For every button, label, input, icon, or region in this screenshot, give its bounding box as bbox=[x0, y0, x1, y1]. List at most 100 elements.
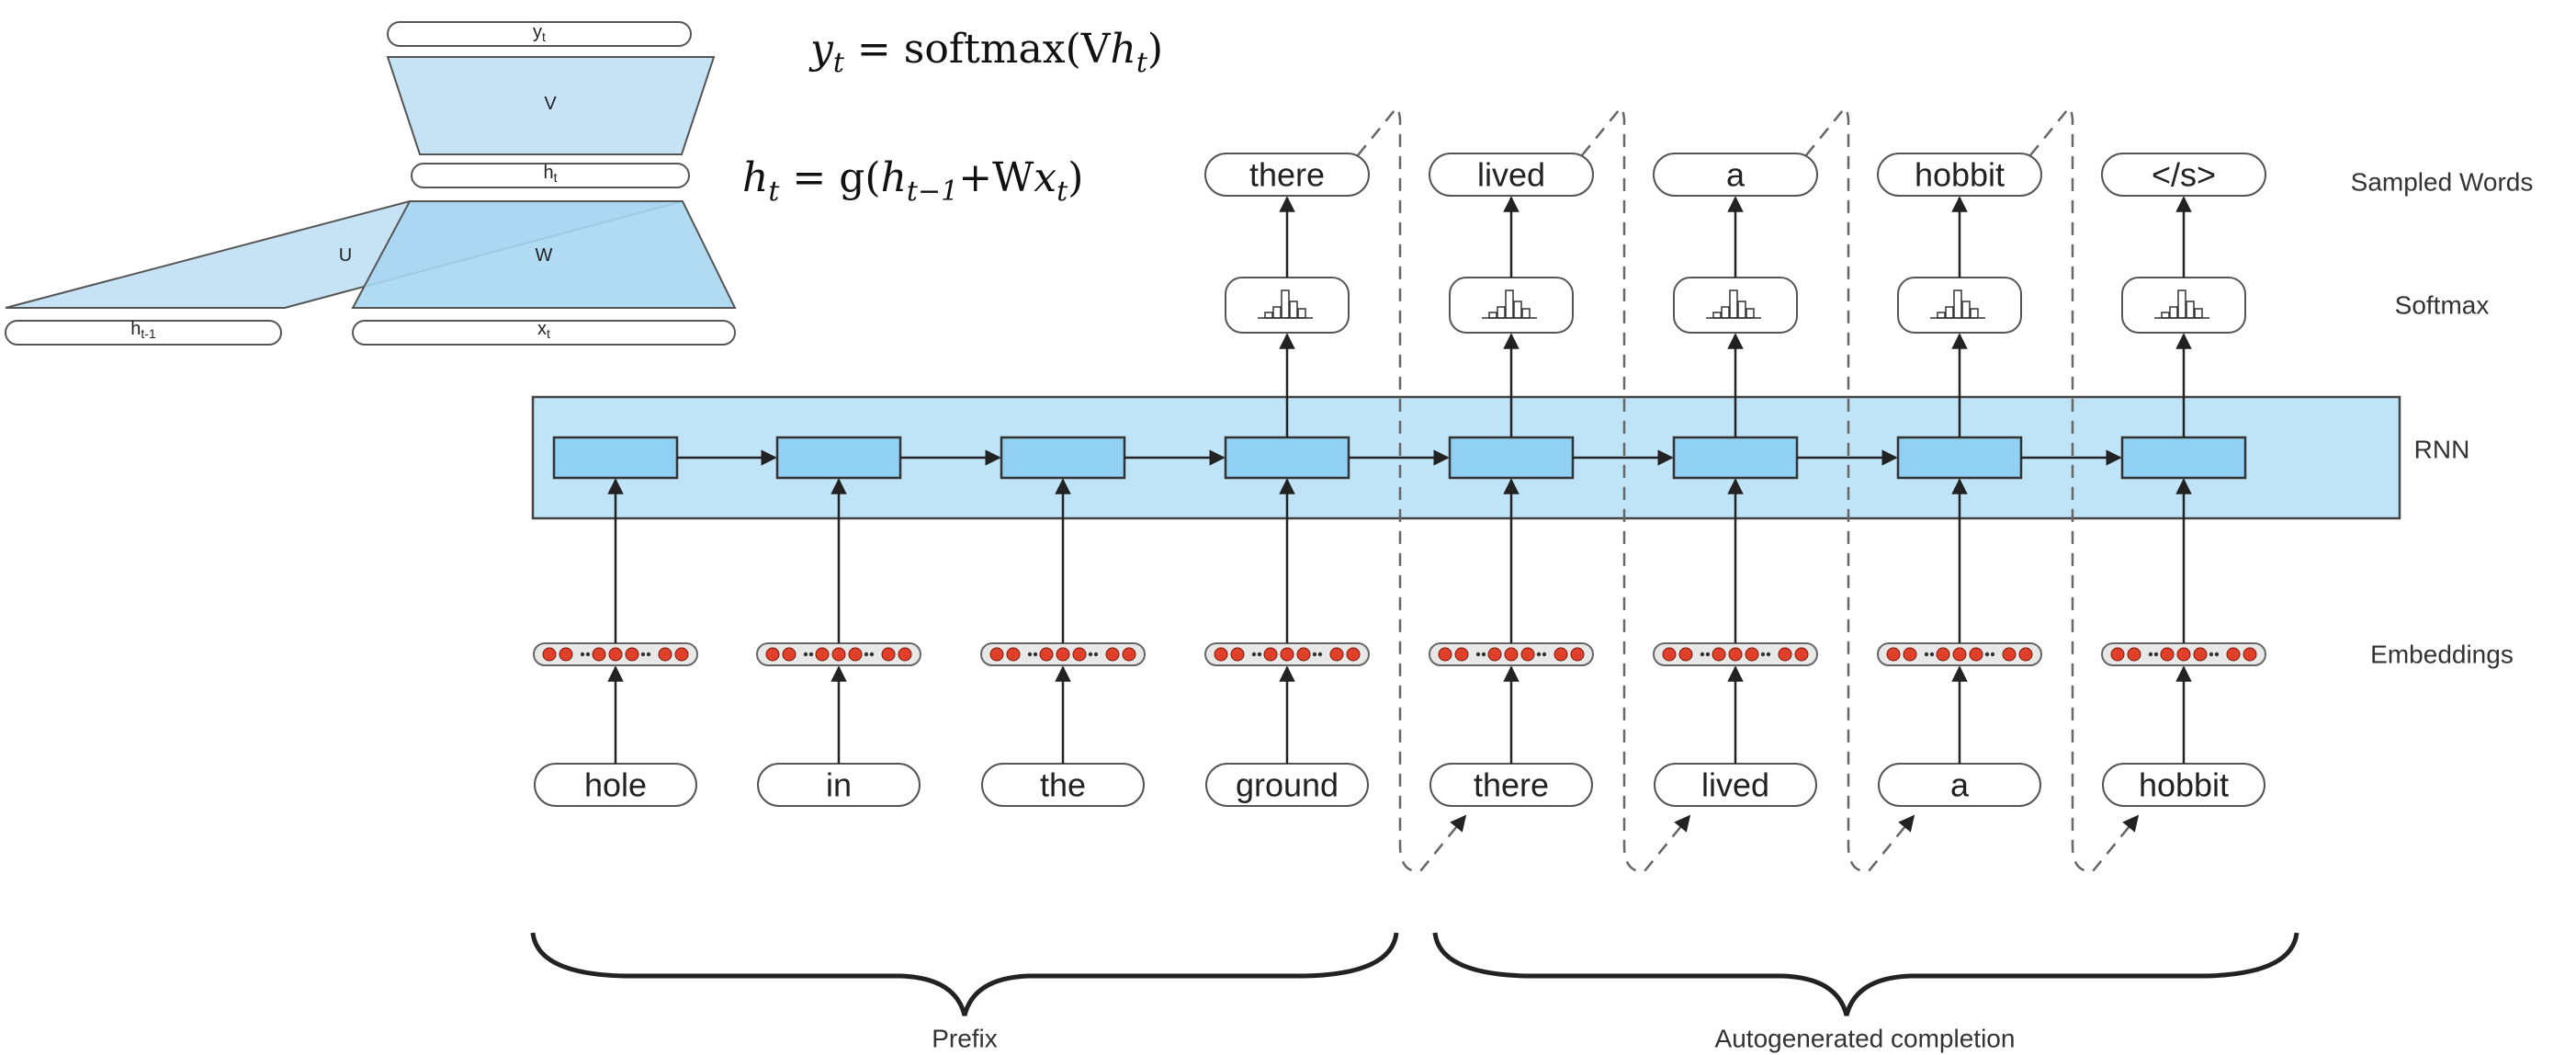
embedding-dot bbox=[2018, 647, 2033, 662]
unit-W-trapezoid bbox=[351, 200, 737, 309]
sampled-word-label: a bbox=[1726, 156, 1746, 194]
embedding-dot bbox=[1678, 647, 1693, 662]
softmax-bar bbox=[1746, 308, 1755, 319]
softmax-bar bbox=[1521, 308, 1531, 319]
input-word-label: hobbit bbox=[2139, 766, 2229, 804]
completion-label: Autogenerated completion bbox=[1715, 1025, 2016, 1053]
embedding-dot bbox=[1778, 647, 1792, 662]
embedding-ellipsis-dot bbox=[1093, 652, 1099, 657]
embedding-dot bbox=[2127, 647, 2141, 662]
embedding-dot bbox=[1438, 647, 1452, 662]
softmax-bar bbox=[1297, 308, 1306, 319]
embedding-dot bbox=[2226, 647, 2241, 662]
prefix-label: Prefix bbox=[932, 1025, 998, 1053]
softmax-bar bbox=[1953, 289, 1962, 319]
embedding-dot bbox=[1039, 647, 1054, 662]
rnn-cell bbox=[1672, 436, 1799, 480]
embedding-ellipsis-dot bbox=[1257, 652, 1262, 657]
sampled-word-box bbox=[1429, 153, 1594, 197]
sampled-word-box bbox=[1653, 153, 1818, 197]
embedding-dot bbox=[1662, 647, 1677, 662]
sampled-word-label: lived bbox=[1477, 156, 1545, 194]
input-word-label: the bbox=[1040, 766, 1086, 804]
input-word-label: ground bbox=[1236, 766, 1339, 804]
embedding-ellipsis-dot bbox=[1700, 652, 1705, 657]
embedding-dot bbox=[1712, 647, 1726, 662]
rnn-cell bbox=[1448, 436, 1575, 480]
embedding-dot bbox=[1728, 647, 1743, 662]
embedding-ellipsis-dot bbox=[580, 652, 585, 657]
embedding-dot bbox=[782, 647, 797, 662]
input-word-label: in bbox=[826, 766, 852, 804]
embedding-ellipsis-dot bbox=[1766, 652, 1771, 657]
embedding-dot bbox=[1105, 647, 1120, 662]
sampled-word-label: hobbit bbox=[1915, 156, 2005, 194]
unit-prev-label: h bbox=[130, 319, 141, 339]
rnn-cell bbox=[2120, 436, 2247, 480]
embedding-dot bbox=[2110, 647, 2125, 662]
hidden-equation: ht = g(ht−1+Wxt) bbox=[742, 154, 1083, 208]
embedding-ellipsis-dot bbox=[864, 652, 869, 657]
softmax-bar bbox=[1289, 301, 1298, 319]
softmax-bar bbox=[1264, 312, 1273, 319]
rnn-cell bbox=[1000, 436, 1126, 480]
svg-text:ht: ht bbox=[543, 163, 557, 185]
embedding-dot bbox=[1487, 647, 1502, 662]
output-equation: yt = softmax(Vht) bbox=[808, 26, 1163, 79]
embedding-dot bbox=[658, 647, 672, 662]
unit-input-sub: t bbox=[547, 326, 550, 341]
unit-U-label: U bbox=[339, 245, 352, 266]
embedding-ellipsis-dot bbox=[1317, 652, 1323, 657]
embedding-dot bbox=[2002, 647, 2017, 662]
embedding-dot bbox=[1952, 647, 1967, 662]
embedding-dot bbox=[2160, 647, 2175, 662]
embedding-dot bbox=[674, 647, 689, 662]
embedding-dot bbox=[1296, 647, 1311, 662]
embedding-dot bbox=[1745, 647, 1759, 662]
rnn-cell bbox=[1896, 436, 2023, 480]
embedding-dot bbox=[1903, 647, 1917, 662]
embedding-ellipsis-dot bbox=[2214, 652, 2220, 657]
embedding-ellipsis-dot bbox=[1475, 652, 1481, 657]
embedding-dot bbox=[1794, 647, 1809, 662]
input-word-label: there bbox=[1474, 766, 1549, 804]
embedding-dot bbox=[831, 647, 846, 662]
embedding-dot bbox=[1214, 647, 1228, 662]
row-label-rnn: RNN bbox=[2414, 436, 2470, 464]
rnn-cell bbox=[1224, 436, 1350, 480]
softmax-bar bbox=[1505, 289, 1514, 319]
embedding-dot bbox=[881, 647, 896, 662]
embedding-ellipsis-dot bbox=[1088, 652, 1093, 657]
embedding-dot bbox=[2176, 647, 2191, 662]
embedding-dot bbox=[1072, 647, 1087, 662]
embedding-dot bbox=[608, 647, 623, 662]
sampled-word-label: </s> bbox=[2152, 156, 2216, 194]
embedding-dot bbox=[625, 647, 639, 662]
equations: yt = softmax(Vht) ht = g(ht−1+Wxt) bbox=[742, 26, 1163, 208]
unit-input-label: x bbox=[537, 319, 547, 339]
embedding-dot bbox=[1969, 647, 1983, 662]
prefix-brace bbox=[530, 932, 1399, 1016]
embedding-ellipsis-dot bbox=[1481, 652, 1486, 657]
sampled-word-box bbox=[2101, 153, 2266, 197]
unit-hidden-sub: t bbox=[554, 170, 558, 185]
embedding-dot bbox=[1230, 647, 1245, 662]
embedding-dot bbox=[1886, 647, 1901, 662]
softmax-bar bbox=[1272, 306, 1282, 319]
softmax-bar bbox=[1729, 289, 1738, 319]
embedding-ellipsis-dot bbox=[1924, 652, 1929, 657]
embedding-ellipsis-dot bbox=[1542, 652, 1547, 657]
embedding-dot bbox=[1570, 647, 1585, 662]
softmax-bar bbox=[1937, 312, 1946, 319]
softmax-bar bbox=[1497, 306, 1506, 319]
unit-V-label: V bbox=[544, 94, 557, 114]
embedding-dot bbox=[1122, 647, 1136, 662]
embedding-ellipsis-dot bbox=[1251, 652, 1257, 657]
embedding-ellipsis-dot bbox=[585, 652, 591, 657]
embedding-dot bbox=[2243, 647, 2257, 662]
softmax-bar bbox=[1721, 306, 1730, 319]
softmax-bar bbox=[1970, 308, 1979, 319]
row-labels: Sampled Words Softmax RNN Embeddings bbox=[2351, 168, 2534, 669]
